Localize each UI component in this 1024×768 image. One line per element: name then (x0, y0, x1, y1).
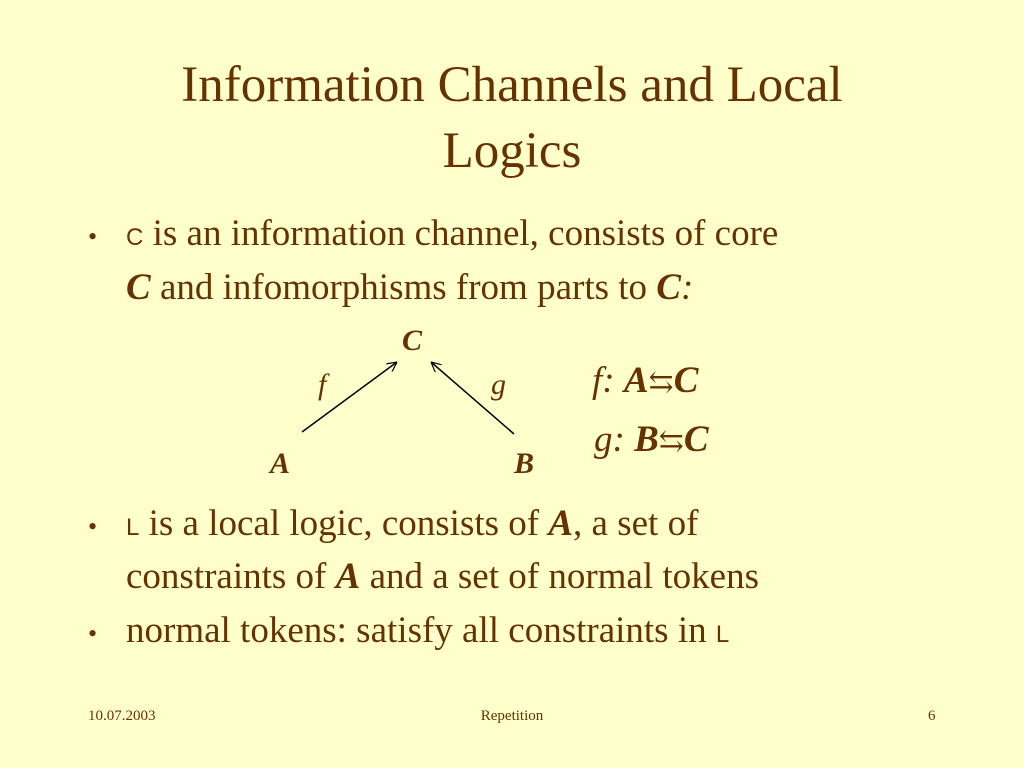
infomorphism-arrow-icon: ⇆ (648, 366, 674, 399)
core-c-2: C (656, 267, 681, 308)
bullet-2-line-1: L is a local logic, consists of A, a set… (126, 502, 698, 545)
core-c: C (126, 267, 151, 308)
classification-a-2: A (335, 556, 361, 597)
footer-date: 10.07.2003 (88, 708, 156, 724)
equation-g: g: B⇆C (594, 418, 709, 461)
infomorphism-arrow-icon: ⇆ (658, 425, 684, 458)
eq-f-name: f: (592, 360, 615, 401)
title-line-2: Logics (442, 123, 582, 179)
eq-g-from: B (634, 419, 659, 460)
bullet-dot-1: • (88, 222, 98, 251)
bullet-dot-3: • (88, 619, 98, 648)
bullet-1-line-1: C is an information channel, consists of… (126, 212, 778, 255)
bullet-2-text-3: constraints of (126, 556, 327, 597)
edge-label-g: g (491, 368, 506, 401)
colon: : (680, 267, 694, 308)
logic-symbol: L (126, 514, 140, 541)
slide-title: Information Channels and Local Logics (0, 52, 1024, 184)
edge-label-f: f (318, 368, 327, 401)
footer-page-number: 6 (928, 708, 936, 724)
eq-g-name: g: (594, 419, 625, 460)
bullet-3-text-1: normal tokens: satisfy all constraints i… (126, 610, 707, 651)
node-b: B (514, 447, 535, 480)
bullet-1-line-2: C and infomorphisms from parts to C: (126, 266, 693, 309)
eq-g-to: C (683, 419, 709, 460)
footer-center: Repetition (480, 708, 544, 724)
node-a: A (270, 447, 291, 480)
logic-symbol-2: L (715, 621, 730, 648)
bullet-2-line-2: constraints of A and a set of normal tok… (126, 555, 759, 598)
arrow-f (301, 362, 397, 433)
bullet-2-text-1: is a local logic, consists of (148, 503, 540, 544)
bullet-1-text-2: and infomorphisms from parts to (159, 267, 648, 308)
title-line-1: Information Channels and Local (181, 57, 843, 113)
bullet-3-line-1: normal tokens: satisfy all constraints i… (126, 609, 729, 652)
bullet-1-text-1: is an information channel, consists of c… (152, 213, 779, 254)
equation-f: f: A⇆C (592, 359, 698, 402)
channel-symbol: C (126, 224, 144, 251)
bullet-2-text-2: , a set of (573, 503, 699, 544)
node-c: C (402, 324, 423, 357)
bullet-dot-2: • (88, 512, 98, 541)
eq-f-from: A (623, 360, 649, 401)
bullet-2-text-4: and a set of normal tokens (369, 556, 759, 597)
classification-a: A (548, 503, 574, 544)
arrow-g (431, 362, 515, 435)
eq-f-to: C (673, 360, 699, 401)
